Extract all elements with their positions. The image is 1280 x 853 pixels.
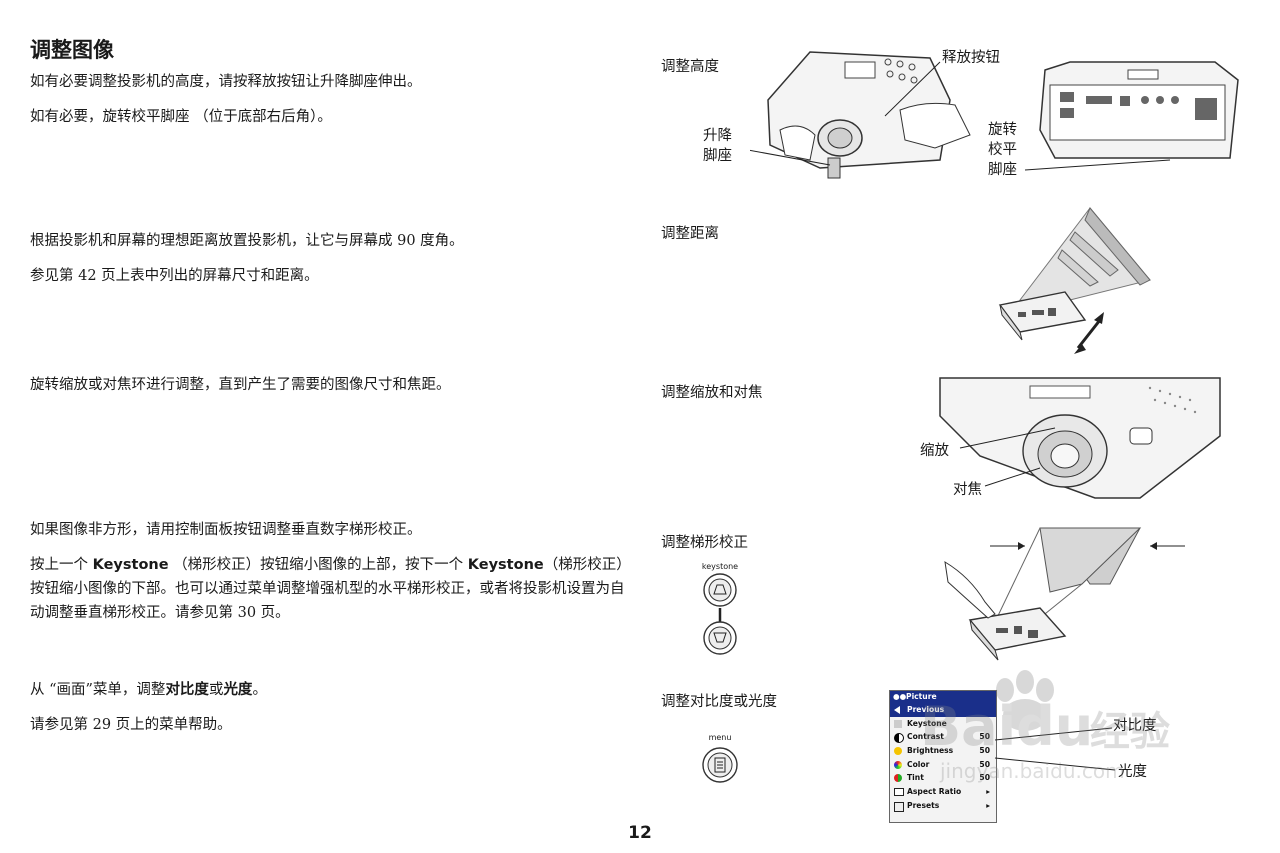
aspect-ratio-icon (894, 788, 904, 797)
menu-item-label: Tint (907, 773, 924, 783)
menu-item-label: Contrast (907, 732, 944, 742)
menu-item-value: 50 (979, 746, 990, 756)
contrast-para-1-t1: 从 “画面”菜单，调整 (30, 682, 166, 698)
height-para-2: 如有必要，旋转校平脚座 （位于底部右后角）。 (30, 109, 332, 125)
brightness-icon (894, 747, 902, 756)
page-title: 调整图像 (30, 38, 114, 62)
presets-icon (894, 801, 904, 812)
menu-item-label: Color (907, 759, 930, 769)
contrast-term: 对比度 (165, 681, 209, 698)
submenu-arrow-icon: ▸ (986, 800, 990, 810)
tint-icon (894, 774, 902, 783)
keystone-para-2: 按上一个 Keystone （梯形校正）按钮缩小图像的上部，按下一个 Keyst… (30, 553, 626, 625)
picture-menu-title: Picture (906, 692, 937, 701)
menu-item-value: 50 (979, 773, 990, 783)
keystone-para-2-t1: 按上一个 (30, 557, 93, 573)
brightness-label: 光度 (1118, 764, 1147, 780)
menu-button-label: menu (708, 733, 732, 742)
focus-label: 对焦 (953, 482, 982, 498)
keystone-para-1: 如果图像非方形，请用控制面板按钮调整垂直数字梯形校正。 (30, 522, 422, 538)
menu-item-label: Aspect Ratio (907, 787, 962, 797)
contrast-icon (894, 733, 904, 744)
contrast-para-2: 请参见第 29 页上的菜单帮助。 (30, 717, 232, 733)
menu-item-value: 50 (979, 732, 990, 742)
menu-item-label: Brightness (907, 746, 954, 756)
keystone-term-1: Keystone (92, 557, 169, 573)
menu-item-tint[interactable]: Tint 50 (890, 771, 996, 785)
menu-leader-lines (994, 727, 1116, 771)
brightness-term: 光度 (223, 681, 253, 698)
elevator-label-2: 脚座 (703, 148, 732, 164)
previous-icon (894, 706, 900, 714)
keystone-term-2: Keystone (467, 557, 544, 573)
menu-item-label: Keystone (907, 718, 947, 728)
distance-illustration (998, 207, 1151, 354)
elevator-label-1: 升降 (703, 128, 732, 144)
page-number: 12 (628, 823, 652, 843)
keystone-button-label: keystone (701, 562, 739, 571)
distance-text: 根据投影机和屏幕的理想距离放置投影机，让它与屏幕成 90 度角。 参见第 42 … (30, 229, 630, 288)
distance-caption: 调整距离 (661, 226, 719, 242)
contrast-caption: 调整对比度或光度 (661, 694, 777, 710)
leveling-label-3: 脚座 (988, 162, 1017, 178)
zoom-para-1: 旋转缩放或对焦环进行调整，直到产生了需要的图像尺寸和焦距。 (30, 377, 451, 393)
release-label: 释放按钮 (942, 50, 1000, 66)
keystone-para-2-t2: （梯形校正）按钮缩小图像的上部，按下一个 (168, 557, 468, 573)
contrast-para-1-t3: 。 (252, 682, 267, 698)
menu-header-icon: ●● (893, 692, 907, 701)
contrast-text: 从 “画面”菜单，调整对比度或光度。 请参见第 29 页上的菜单帮助。 (30, 678, 630, 737)
picture-menu-header: ●● Picture (890, 691, 996, 703)
menu-item-previous[interactable]: Previous (890, 703, 996, 717)
leveling-label-2: 校平 (988, 142, 1017, 158)
zoom-text: 旋转缩放或对焦环进行调整，直到产生了需要的图像尺寸和焦距。 (30, 373, 630, 397)
leveling-label: 旋转 校平 脚座 (988, 120, 1017, 180)
keystone-text: 如果图像非方形，请用控制面板按钮调整垂直数字梯形校正。 按上一个 Keyston… (30, 518, 626, 625)
height-para-1: 如有必要调整投影机的高度，请按释放按钮让升降脚座伸出。 (30, 74, 422, 90)
keystone-illustration (944, 527, 1185, 661)
menu-item-aspect-ratio[interactable]: Aspect Ratio ▸ (890, 785, 996, 799)
menu-item-label: Presets (907, 800, 940, 810)
leveling-label-1: 旋转 (988, 122, 1017, 138)
contrast-para-1: 从 “画面”菜单，调整对比度或光度。 (30, 678, 630, 702)
menu-item-brightness[interactable]: Brightness 50 (890, 744, 996, 758)
menu-button[interactable] (700, 745, 740, 785)
height-caption: 调整高度 (661, 59, 719, 75)
keystone-icon (894, 719, 902, 728)
keystone-buttons (703, 573, 737, 655)
zoom-label: 缩放 (920, 443, 949, 459)
contrast-para-1-t2: 或 (208, 682, 224, 698)
menu-item-presets[interactable]: Presets ▸ (890, 799, 996, 813)
zoom-illustration (939, 377, 1221, 499)
menu-item-keystone[interactable]: Keystone (890, 717, 996, 731)
height-illustration (750, 51, 1239, 179)
color-icon (894, 760, 902, 769)
keystone-para-2-t3: （梯形校正）按钮缩小图像的下部。也可以通过菜单调整增强机型的水平梯形校正，或者将… (30, 557, 625, 621)
contrast-label: 对比度 (1113, 718, 1157, 734)
height-text: 如有必要调整投影机的高度，请按释放按钮让升降脚座伸出。 如有必要，旋转校平脚座 … (30, 70, 630, 129)
elevator-label: 升降 脚座 (703, 126, 732, 166)
distance-para-2: 参见第 42 页上表中列出的屏幕尺寸和距离。 (30, 268, 319, 284)
menu-item-contrast[interactable]: Contrast 50 (890, 730, 996, 744)
submenu-arrow-icon: ▸ (986, 787, 990, 797)
menu-item-color[interactable]: Color 50 (890, 758, 996, 772)
distance-para-1: 根据投影机和屏幕的理想距离放置投影机，让它与屏幕成 90 度角。 (30, 233, 464, 249)
menu-item-value: 50 (979, 759, 990, 769)
keystone-caption: 调整梯形校正 (661, 535, 748, 551)
menu-item-label: Previous (907, 705, 945, 714)
zoom-caption: 调整缩放和对焦 (661, 385, 763, 401)
